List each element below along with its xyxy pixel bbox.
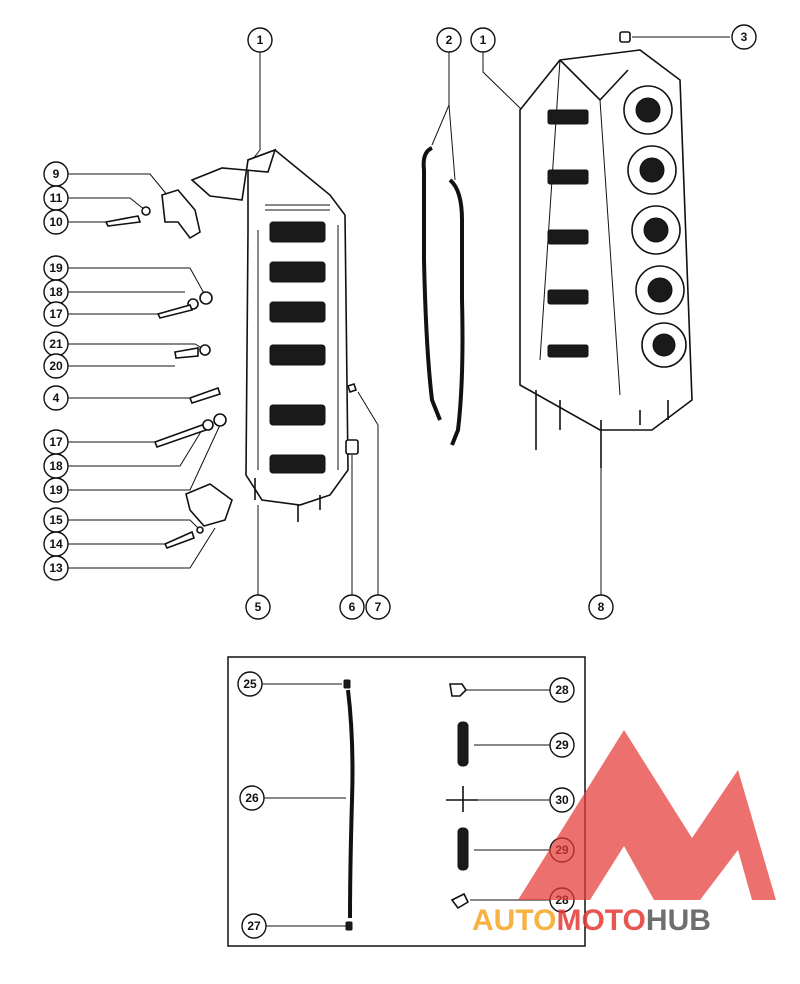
watermark-logo: AUTOMOTOHUB [472,730,776,937]
callout-number: 17 [49,307,63,321]
callout-number: 15 [49,513,63,527]
logo-text-auto: AUTO [472,904,556,937]
callout-circle [43,209,69,235]
callout-circle [549,787,575,813]
callout-7: 7 [365,594,391,620]
callout-circle [43,555,69,581]
callout-number: 1 [257,33,264,47]
logo-text-moto: MOTO [556,904,645,937]
callout-number: 1 [480,33,487,47]
inset-parts-illustration [343,679,478,931]
callout-26: 26 [239,785,265,811]
callout-8: 8 [588,594,614,620]
callout-circle [43,353,69,379]
inset-frame [227,656,586,947]
callout-6: 6 [339,594,365,620]
callout-circle [237,671,263,697]
callout-number: 4 [53,391,60,405]
logo-inner-triangle [590,846,654,900]
leader-lines [68,36,730,596]
callout-number: 11 [50,191,63,205]
logo-triangle [518,730,776,900]
callout-1: 1 [247,27,273,53]
callout-10: 10 [43,209,69,235]
callout-27: 27 [241,913,267,939]
gaskets-illustration [421,146,465,446]
callout-number: 18 [49,459,63,473]
callout-circle [470,27,496,53]
callout-19: 19 [43,255,69,281]
callout-number: 14 [49,537,63,551]
callout-circle [549,677,575,703]
callout-30: 30 [549,787,575,813]
callout-circle [239,785,265,811]
callout-29: 29 [549,732,575,758]
callout-number: 18 [49,285,63,299]
small-parts-illustration [104,189,359,549]
callout-1: 1 [470,27,496,53]
crankcase-cover-illustration [190,148,349,522]
callout-9: 9 [43,161,69,187]
callout-13: 13 [43,555,69,581]
callout-19: 19 [43,477,69,503]
callout-number: 29 [555,738,569,752]
callout-20: 20 [43,353,69,379]
callout-number: 8 [598,600,605,614]
callout-2: 2 [436,27,462,53]
callout-number: 20 [49,359,63,373]
callout-28: 28 [549,677,575,703]
callout-number: 26 [245,791,259,805]
callout-number: 3 [741,30,748,44]
callout-circle [588,594,614,620]
callout-number: 9 [53,167,60,181]
callout-number: 7 [375,600,382,614]
callout-circle [247,27,273,53]
inset-leader-lines [262,683,550,927]
callout-number: 2 [446,33,453,47]
callout-number: 28 [555,683,569,697]
callout-number: 25 [243,677,257,691]
callout-circle [365,594,391,620]
callout-number: 30 [555,793,569,807]
callout-circle [43,301,69,327]
callout-circle [43,385,69,411]
callout-5: 5 [245,594,271,620]
callout-circle [339,594,365,620]
callout-14: 14 [43,531,69,557]
callout-number: 19 [49,261,63,275]
callout-circle [436,27,462,53]
callout-number: 13 [49,561,63,575]
callout-circle [43,477,69,503]
callout-18: 18 [43,279,69,305]
callout-circle [731,24,757,50]
callout-21: 21 [43,331,69,357]
callout-number: 5 [255,600,262,614]
cylinder-block-illustration [519,31,693,468]
callout-number: 19 [49,483,63,497]
callout-circle [241,913,267,939]
callout-17: 17 [43,301,69,327]
callout-3: 3 [731,24,757,50]
callout-circle [549,732,575,758]
callout-17: 17 [43,429,69,455]
callout-number: 10 [49,215,63,229]
callout-number: 6 [349,600,356,614]
callout-4: 4 [43,385,69,411]
callout-number: 17 [49,435,63,449]
svg-text:AUTOMOTOHUB: AUTOMOTOHUB [472,904,711,937]
callout-11: 11 [43,185,69,211]
callout-number: 27 [247,919,261,933]
callout-circle [245,594,271,620]
callout-number: 21 [49,337,63,351]
callout-15: 15 [43,507,69,533]
callout-25: 25 [237,671,263,697]
logo-text-hub: HUB [646,904,711,937]
callout-18: 18 [43,453,69,479]
